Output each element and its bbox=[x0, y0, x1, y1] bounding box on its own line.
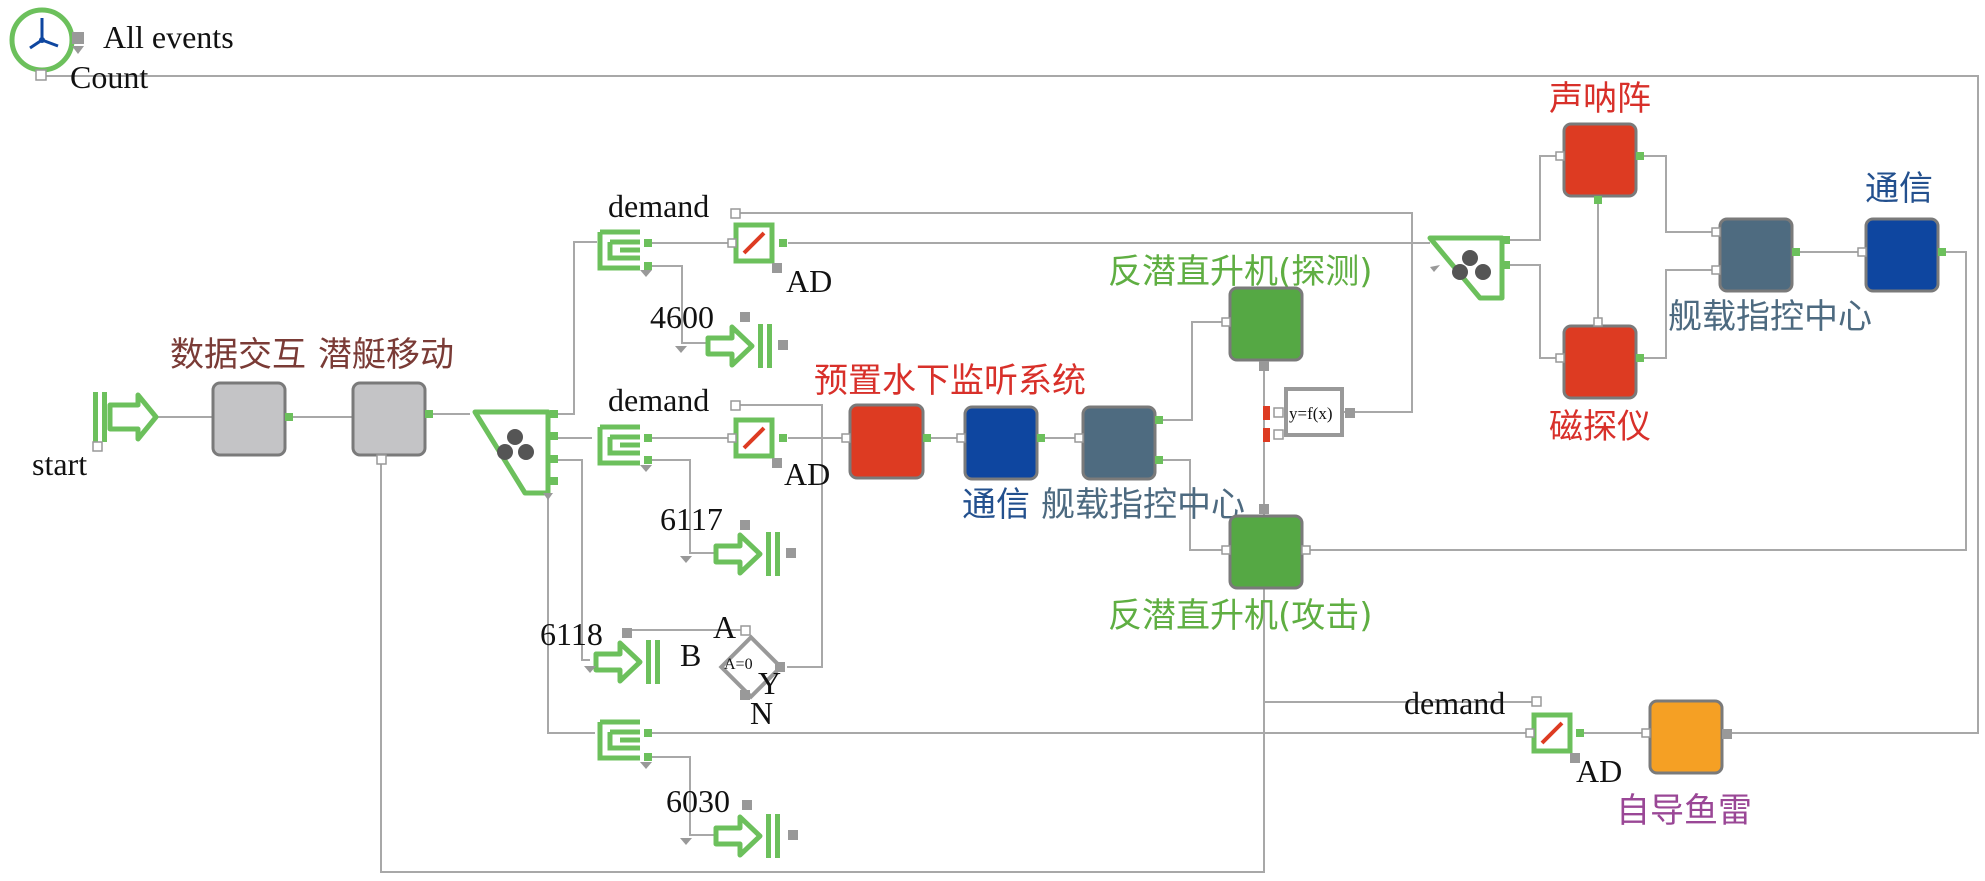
preset-system-label: 预置水下监听系统 bbox=[814, 361, 1086, 401]
wire-demand1 bbox=[735, 212, 1413, 413]
preset-system-block[interactable] bbox=[848, 403, 925, 480]
sink-icon bbox=[593, 640, 643, 684]
ad-label-torpedo: AD bbox=[1576, 753, 1622, 789]
magnetometer-block[interactable] bbox=[1562, 324, 1638, 400]
wire-move-bottom-loop bbox=[380, 445, 1265, 873]
comm-label-1: 通信 bbox=[962, 485, 1030, 525]
heli-attack-label: 反潜直升机(攻击) bbox=[1108, 596, 1373, 636]
gate-block[interactable] bbox=[718, 625, 785, 700]
wire-clock-loop bbox=[42, 75, 1979, 734]
wire-comm2-heliattack bbox=[1304, 251, 1967, 551]
selector-block-sensor[interactable] bbox=[1427, 235, 1510, 301]
demand-label-top: demand bbox=[608, 188, 709, 224]
sink-icon bbox=[705, 324, 755, 368]
heli-detect-block[interactable] bbox=[1228, 286, 1304, 362]
sink-block-4600[interactable] bbox=[675, 312, 788, 368]
comm-block-1[interactable] bbox=[963, 405, 1039, 481]
wire-selector-top-branch bbox=[548, 241, 597, 415]
ship-center-label-1: 舰载指控中心 bbox=[1041, 485, 1245, 525]
gate-label-b: B bbox=[680, 637, 701, 673]
ad-label-middle: AD bbox=[784, 456, 830, 492]
activity-delay-torpedo[interactable] bbox=[1525, 696, 1584, 763]
ship-center-label-2: 舰载指控中心 bbox=[1668, 297, 1872, 337]
sink-label-6030: 6030 bbox=[666, 783, 730, 819]
activity-delay-middle[interactable] bbox=[727, 400, 787, 468]
sink-label-6117: 6117 bbox=[660, 501, 723, 537]
sink-label-4600: 4600 bbox=[650, 299, 714, 335]
function-icon bbox=[1284, 387, 1344, 437]
sink-block-6117[interactable] bbox=[680, 520, 796, 576]
gate-condition-label: A=0 bbox=[724, 656, 753, 673]
data-exchange-block[interactable] bbox=[211, 381, 287, 457]
generator-icon bbox=[93, 392, 98, 442]
clock-label-count: Count bbox=[70, 59, 148, 95]
ship-center-block-1[interactable] bbox=[1081, 405, 1157, 481]
function-label: y=f(x) bbox=[1289, 404, 1333, 423]
selector-block-main[interactable] bbox=[472, 409, 558, 500]
sink-block-6118[interactable] bbox=[584, 628, 660, 684]
wire-center1-helidetect bbox=[1155, 321, 1230, 421]
heli-attack-block[interactable] bbox=[1228, 514, 1304, 590]
queue-icon bbox=[597, 229, 640, 271]
sonar-array-label: 声呐阵 bbox=[1549, 79, 1651, 119]
heli-detect-label: 反潜直升机(探测) bbox=[1108, 252, 1373, 292]
torpedo-block[interactable] bbox=[1648, 699, 1724, 775]
queue-block-top[interactable] bbox=[597, 229, 652, 277]
wire-router-sonar bbox=[1500, 155, 1566, 241]
wire-selector-bottom-branch bbox=[547, 482, 595, 734]
demand-label-torpedo: demand bbox=[1404, 685, 1505, 721]
queue-icon bbox=[597, 719, 640, 761]
wire-center1-heliattack bbox=[1155, 459, 1230, 551]
queue-icon bbox=[597, 424, 640, 466]
gate-icon bbox=[718, 634, 784, 700]
wire-sonar-center2 bbox=[1636, 155, 1720, 233]
function-block[interactable] bbox=[1263, 387, 1355, 442]
ad-label-top: AD bbox=[786, 263, 832, 299]
gate-label-y: Y bbox=[758, 665, 781, 701]
wire-demand2 bbox=[735, 404, 823, 668]
demand-label-middle: demand bbox=[608, 382, 709, 418]
sink-label-6118: 6118 bbox=[540, 616, 603, 652]
start-label: start bbox=[32, 446, 87, 482]
submarine-move-block[interactable] bbox=[351, 381, 427, 457]
activity-delay-top[interactable] bbox=[727, 208, 787, 273]
magnetometer-label: 磁探仪 bbox=[1549, 407, 1651, 447]
sink-icon bbox=[713, 532, 763, 576]
wire-mag-center2 bbox=[1636, 269, 1720, 359]
submarine-move-label: 潜艇移动 bbox=[318, 335, 454, 375]
sink-block-6030[interactable] bbox=[680, 800, 798, 858]
wire-queue2-sink6117 bbox=[652, 459, 714, 554]
ship-center-block-2[interactable] bbox=[1718, 217, 1794, 293]
queue-block-bottom[interactable] bbox=[597, 719, 652, 769]
sink-icon bbox=[713, 814, 763, 858]
sonar-array-block[interactable] bbox=[1562, 122, 1638, 198]
start-generator[interactable] bbox=[92, 392, 159, 452]
torpedo-label: 自导鱼雷 bbox=[1616, 791, 1752, 831]
gate-label-a: A bbox=[713, 609, 736, 645]
wire-queue3-sink6030 bbox=[652, 756, 714, 836]
wire-selector-low-branch bbox=[548, 459, 590, 661]
queue-block-middle[interactable] bbox=[597, 424, 652, 472]
gate-label-n: N bbox=[750, 695, 773, 731]
wire-router-mag bbox=[1500, 264, 1566, 359]
comm-block-2[interactable] bbox=[1864, 217, 1940, 293]
clock-block[interactable] bbox=[9, 7, 84, 81]
clock-label-all-events: All events bbox=[103, 19, 234, 55]
wire-queue1-sink4600 bbox=[652, 265, 706, 344]
comm-label-2: 通信 bbox=[1865, 169, 1933, 209]
data-exchange-label: 数据交互 bbox=[170, 335, 306, 375]
